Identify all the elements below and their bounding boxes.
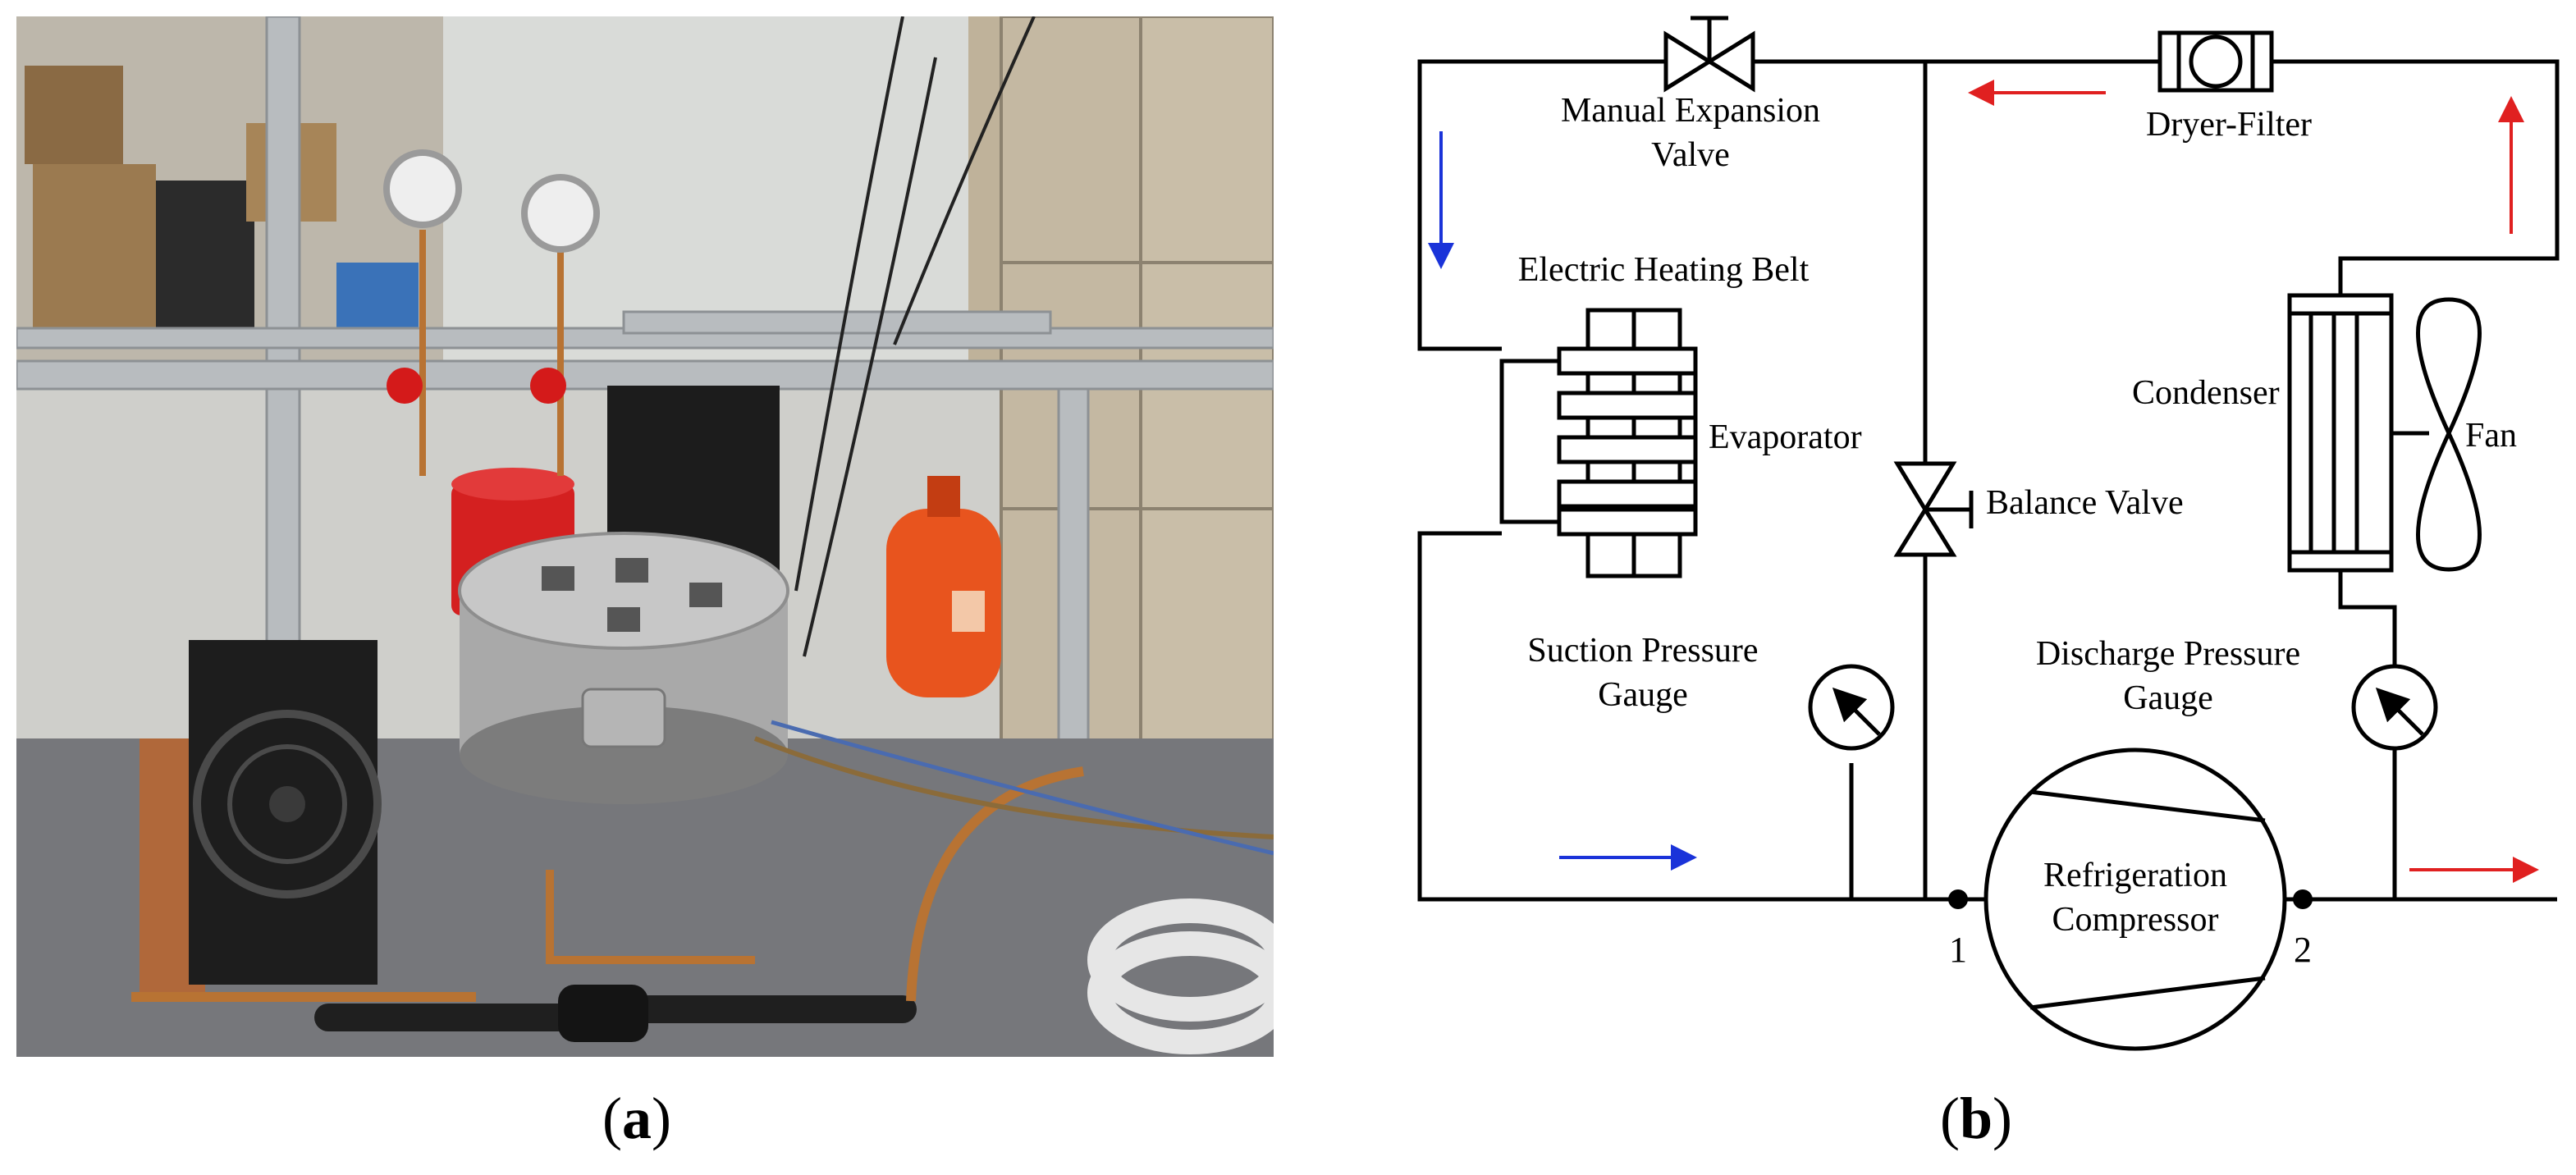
compressor-test-chamber	[458, 532, 789, 804]
port-1-dot	[1948, 889, 1968, 909]
condenser-unit	[140, 640, 382, 1001]
electric-heating-belt-label: Electric Heating Belt	[1518, 251, 1810, 289]
pipework	[131, 720, 1274, 1031]
discharge-pressure-gauge	[2351, 664, 2438, 751]
test-rig-photo	[16, 16, 1274, 1057]
metal-cabinets	[1000, 16, 1274, 839]
dryer-filter	[2157, 30, 2274, 93]
port-2-label: 2	[2294, 930, 2312, 970]
caption-a: (a)	[602, 1086, 671, 1151]
cables	[794, 16, 1036, 657]
manual-expansion-valve-label-1: Manual Expansion	[1561, 92, 1820, 130]
refrigeration-schematic: Manual Expansion Valve Dryer-Filter Elec…	[1417, 16, 2560, 1051]
caption-b: (b)	[1940, 1086, 2013, 1151]
port-1-label: 1	[1949, 930, 1967, 970]
hose-coil	[1087, 898, 1274, 1054]
condenser-label: Condenser	[2132, 374, 2280, 412]
caption-b-letter: b	[1959, 1086, 1993, 1151]
manual-expansion-valve-label-2: Valve	[1651, 136, 1730, 174]
suction-gauge-label-1: Suction Pressure	[1527, 632, 1758, 670]
caption-a-letter: a	[621, 1086, 652, 1151]
pipe-lines	[1417, 59, 2560, 902]
manual-expansion-valve	[1663, 16, 1755, 93]
suction-pressure-gauge	[1808, 664, 1895, 751]
balance-valve	[1893, 461, 1974, 557]
compressor-label-2: Compressor	[2052, 901, 2219, 939]
flow-arrows	[1428, 80, 2539, 883]
port-2-dot	[2293, 889, 2313, 909]
fan-label: Fan	[2465, 417, 2517, 455]
discharge-gauge-label-2: Gauge	[2123, 679, 2213, 717]
dryer-filter-label: Dryer-Filter	[2146, 106, 2312, 144]
refrigeration-compressor	[1983, 748, 2287, 1051]
condenser	[2287, 293, 2394, 573]
pressure-gauges	[383, 149, 600, 476]
balance-valve-label: Balance Valve	[1986, 484, 2184, 522]
evaporator-label: Evaporator	[1709, 418, 1862, 456]
suction-gauge-label-2: Gauge	[1598, 676, 1688, 714]
dryer-filter-photo	[558, 985, 648, 1042]
evaporator	[1499, 308, 1698, 578]
aluminium-frame	[16, 16, 1274, 1057]
fan	[2391, 297, 2482, 572]
compressor-label-1: Refrigeration	[2043, 857, 2227, 894]
discharge-gauge-label-1: Discharge Pressure	[2036, 635, 2300, 673]
refrigerant-cylinder	[886, 476, 1001, 697]
